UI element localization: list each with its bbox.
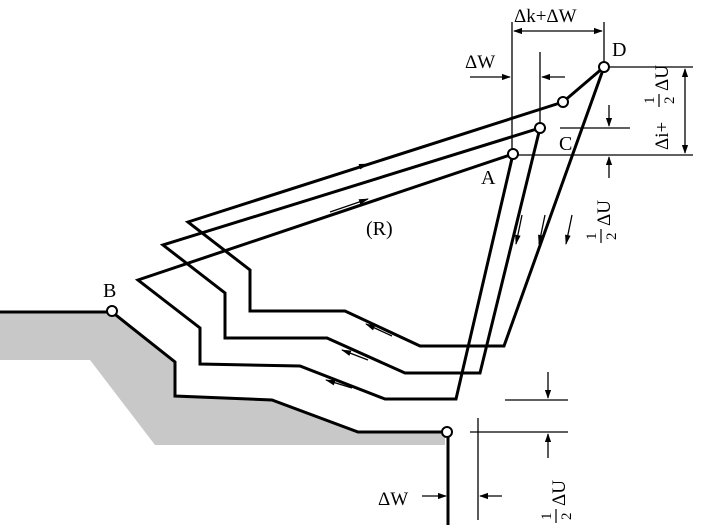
- flow-arrow-3: [365, 323, 393, 337]
- svg-text:ΔU: ΔU: [549, 480, 570, 506]
- flow-arrow-6: [515, 214, 523, 245]
- flow-arrow-1: [329, 198, 369, 213]
- svg-text:1: 1: [642, 97, 658, 105]
- label-point-d: D: [612, 39, 626, 61]
- point-a-marker: [507, 148, 519, 160]
- label-dw-top: ΔW: [465, 52, 495, 73]
- flow-arrow-4: [341, 349, 369, 361]
- label-di-half-du: Δi+ 1 2 ΔU: [642, 65, 678, 150]
- svg-text:2: 2: [559, 513, 575, 521]
- label-half-du-right: 1 2 ΔU: [584, 200, 620, 243]
- flow-arrow-8: [565, 214, 573, 245]
- label-point-b: B: [103, 280, 116, 302]
- label-half-du-bottom: 1 2 ΔU: [539, 480, 575, 523]
- point-c-marker: [534, 122, 546, 134]
- point-b-marker: [106, 305, 118, 317]
- rough-pass-3: [184, 62, 608, 348]
- workpiece-shading: [0, 312, 445, 475]
- svg-text:Δi+: Δi+: [652, 122, 673, 150]
- point-end-marker: [441, 426, 453, 438]
- label-dw-bottom: ΔW: [378, 489, 408, 510]
- svg-text:1: 1: [584, 233, 600, 241]
- flow-arrow-7: [538, 214, 546, 245]
- point-pass3-marker: [557, 96, 569, 108]
- rough-pass-1: [134, 152, 515, 401]
- svg-text:ΔU: ΔU: [652, 65, 673, 91]
- flow-arrow-2: [329, 163, 369, 177]
- label-region: (R): [366, 218, 393, 240]
- finish-profile: [0, 310, 450, 525]
- point-d-marker: [598, 61, 610, 73]
- svg-text:1: 1: [539, 513, 555, 521]
- rough-pass-2: [159, 126, 542, 375]
- flow-arrow-5: [325, 379, 353, 389]
- label-dk-dw: Δk+ΔW: [514, 6, 577, 27]
- svg-text:2: 2: [662, 97, 678, 105]
- svg-text:2: 2: [604, 233, 620, 241]
- svg-text:ΔU: ΔU: [594, 200, 615, 226]
- label-point-a: A: [481, 167, 496, 189]
- label-point-c: C: [559, 133, 572, 155]
